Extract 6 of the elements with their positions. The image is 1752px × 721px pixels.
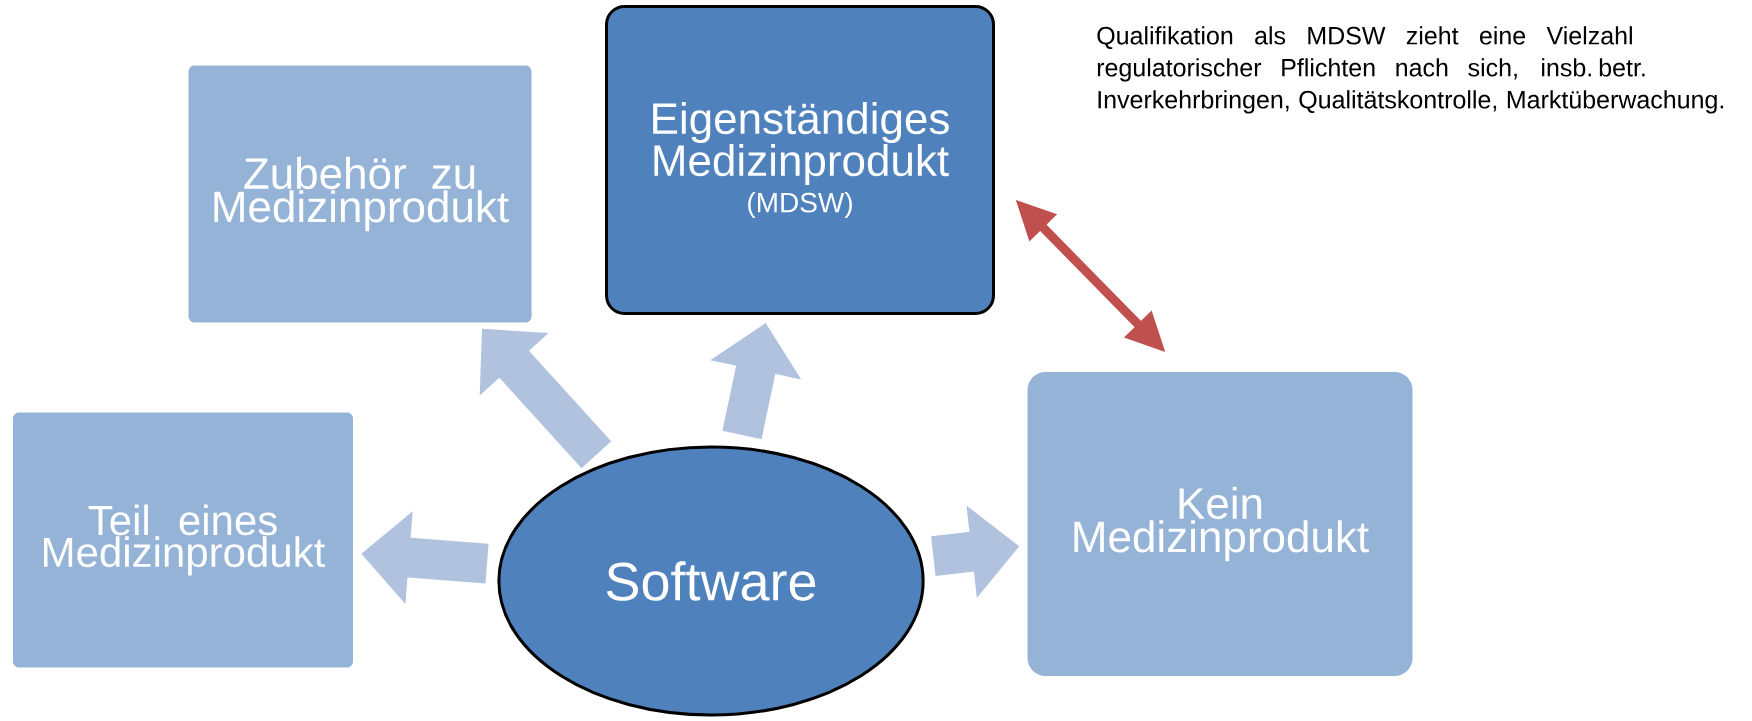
process-box: Eigenständiges Medizinprodukt (MDSW) <box>605 5 995 315</box>
process-box: Teil eines Medizinprodukt <box>13 412 353 668</box>
ellipse-node: Software <box>497 445 925 717</box>
process-box: Zubehör zu Medizinprodukt <box>188 65 532 323</box>
note-text: Qualifikation als MDSW zieht eine Vielzahl regulatorischer Pflichten nach sich, insb. betr. Inverkehrbringen, Qualitätskontrolle, Marktüberwachung. <box>1097 26 1724 114</box>
process-box: Kein Medizinprodukt <box>1027 372 1413 676</box>
